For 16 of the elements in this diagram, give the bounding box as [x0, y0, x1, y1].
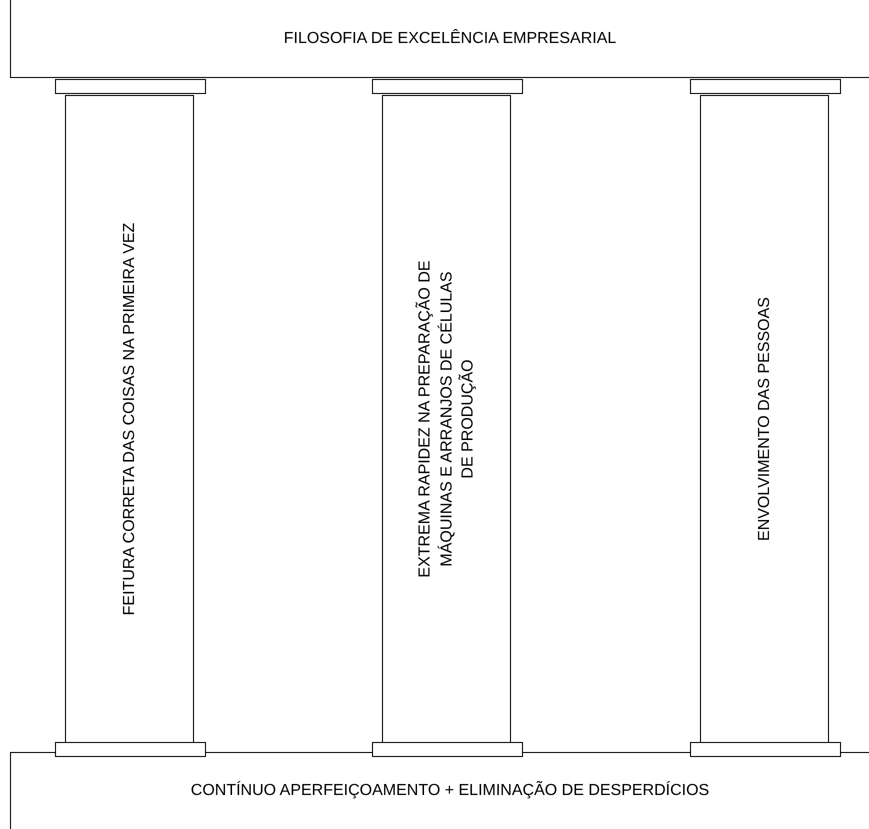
- pillar-base: [690, 742, 841, 757]
- pillar-box: [382, 95, 511, 743]
- pillar-box: [65, 95, 194, 743]
- pillar-base: [55, 742, 206, 757]
- pillar-capital: [372, 79, 523, 94]
- pillar-base: [372, 742, 523, 757]
- beam-label: CONTÍNUO APERFEIÇOAMENTO + ELIMINAÇÃO DE DESPERDÍCIOS: [190, 782, 710, 800]
- pillar-label: EXTREMA RAPIDEZ NA PREPARAÇÃO DE MÁQUINAS E ARRANJOS DE CÉLULAS DE PRODUÇÃO: [414, 260, 478, 578]
- beam-label: FILOSOFIA DE EXCELÊNCIA EMPRESARIAL: [284, 30, 616, 48]
- pillar-capital: [690, 79, 841, 94]
- pillar-box: [700, 95, 829, 743]
- beam-box: [10, 752, 869, 829]
- pillar-label: FEITURA CORRETA DAS COISAS NA PRIMEIRA VEZ: [120, 222, 139, 618]
- pillar-capital: [55, 79, 206, 94]
- beam-box: [10, 0, 869, 78]
- pillar-label: ENVOLVIMENTO DAS PESSOAS: [754, 296, 774, 543]
